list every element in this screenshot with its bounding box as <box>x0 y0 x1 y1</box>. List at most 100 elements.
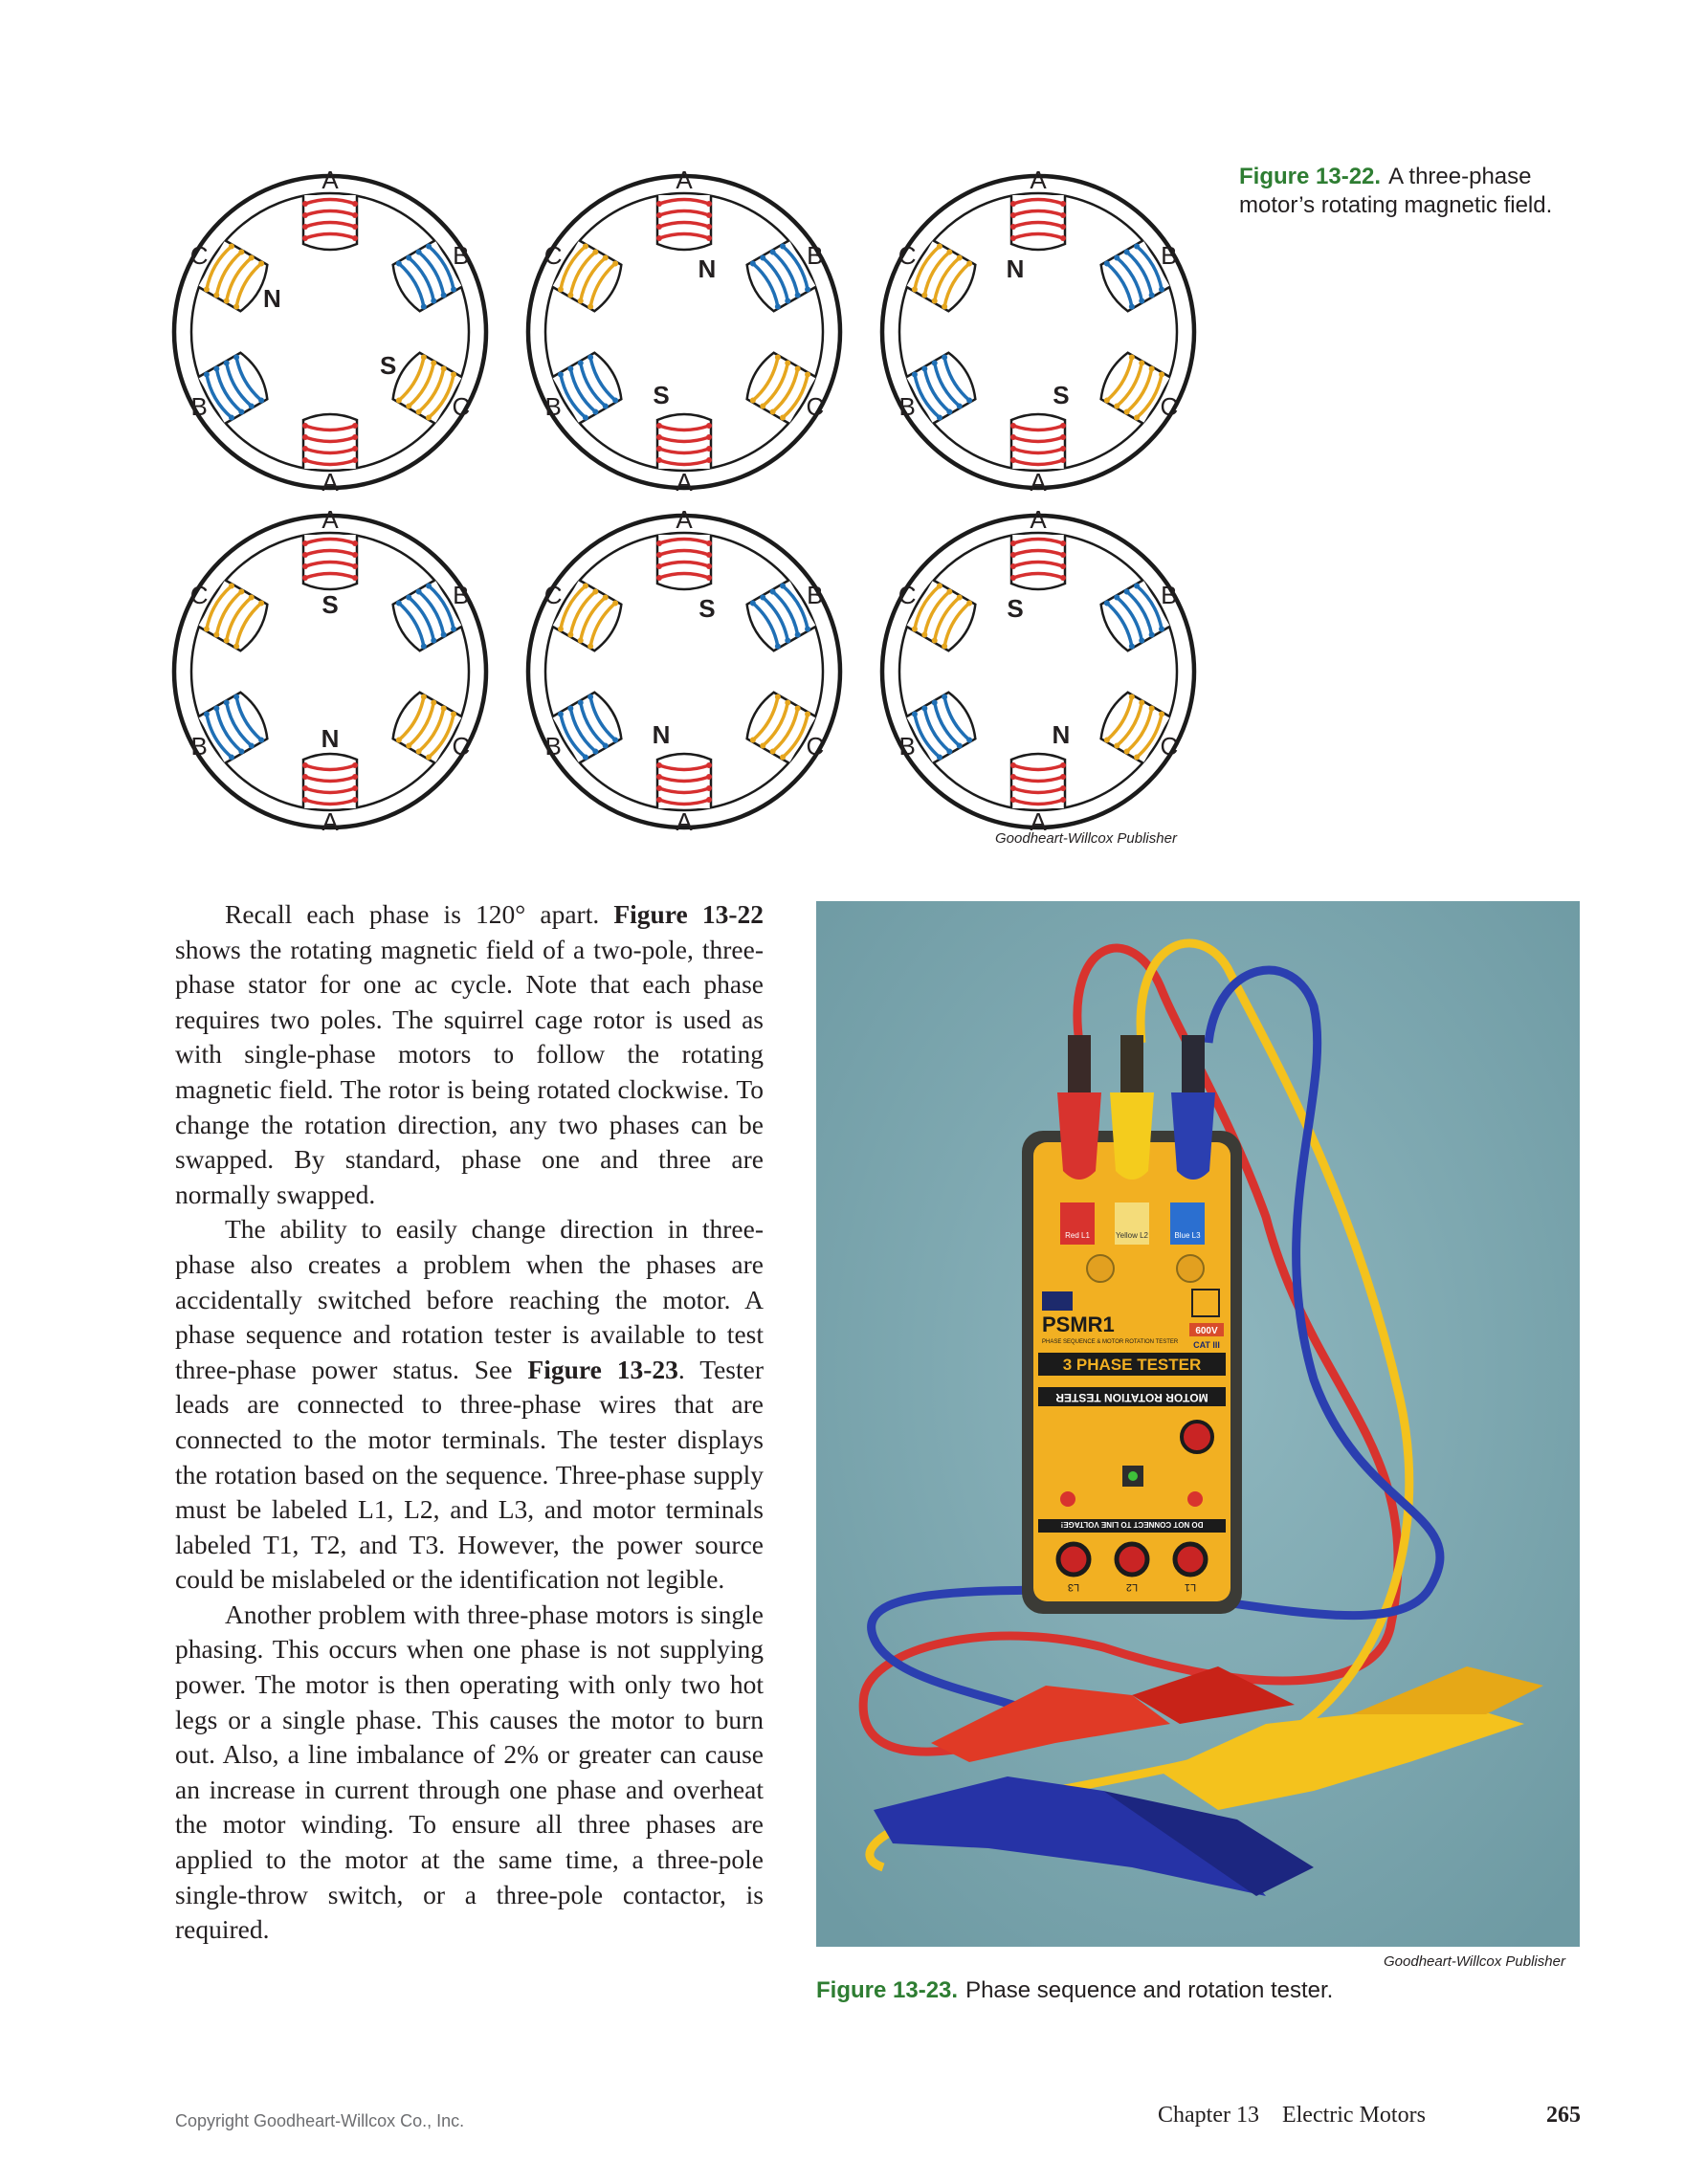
device-category: CAT III <box>1193 1340 1220 1350</box>
stator-coil-c <box>1099 691 1171 764</box>
coil-label: B <box>453 241 469 270</box>
south-pole-label: S <box>321 590 338 619</box>
page-number: 265 <box>1546 2103 1581 2128</box>
north-pole-label: N <box>1053 720 1071 749</box>
stator-outer-ring <box>525 513 843 830</box>
coil-label: C <box>1160 732 1178 761</box>
device-title: 3 PHASE TESTER <box>1063 1356 1202 1374</box>
stator-coil-b <box>1099 579 1171 652</box>
figure-13-22-caption-text: A three-phase motor’s rotating magnetic … <box>1239 164 1553 218</box>
figure-13-22-credit: Goodheart-Willcox Publisher <box>995 830 1177 847</box>
yellow-clip <box>1161 1666 1543 1810</box>
rotation-led-left <box>1060 1491 1075 1507</box>
coil-label: A <box>321 505 339 534</box>
terminal-l2 <box>1114 1541 1150 1577</box>
north-pole-label: N <box>653 720 671 749</box>
coil-label: B <box>1161 581 1177 609</box>
red-plug <box>1057 1035 1101 1180</box>
stator-inner-ring <box>543 531 825 812</box>
body-text-run: Recall each phase is 120° apart. <box>225 899 614 929</box>
rotation-dial-right <box>1176 1254 1205 1283</box>
stator-coil-b <box>1099 239 1171 313</box>
coil-label: B <box>190 732 207 761</box>
coil-label: B <box>807 581 823 609</box>
coil-label: C <box>452 732 470 761</box>
stator-coil-b <box>197 691 269 764</box>
stator-coil-c <box>197 579 269 652</box>
figure-13-22-caption: Figure 13-22.A three-phase motor’s rotat… <box>1239 163 1584 220</box>
coil-label: C <box>544 241 563 270</box>
coil-label: A <box>676 165 693 194</box>
stator-coil-a <box>301 535 359 591</box>
rotation-dial-left <box>1086 1254 1115 1283</box>
stator-coil-c <box>1099 351 1171 425</box>
coil-label: C <box>898 581 917 609</box>
figure-13-22-number: Figure 13-22. <box>1239 164 1382 189</box>
device-rating: 600V <box>1195 1326 1218 1336</box>
body-text-run: The ability to easily change direction i… <box>175 1214 764 1384</box>
stator-outer-ring <box>525 173 843 491</box>
footer-copyright: Copyright Goodheart-Willcox Co., Inc. <box>175 2111 465 2130</box>
blue-plug <box>1171 1035 1215 1180</box>
stator-outer-ring <box>879 513 1197 830</box>
power-led-light <box>1128 1471 1138 1481</box>
coil-label: C <box>452 392 470 421</box>
stator-outer-ring <box>171 513 489 830</box>
coil-label: A <box>676 468 693 496</box>
rotation-led-right <box>1187 1491 1203 1507</box>
red-lead-label: Red L1 <box>1065 1231 1090 1240</box>
brand-logo <box>1042 1291 1073 1311</box>
stator-coil-a <box>655 535 713 591</box>
rotation-band-label: MOTOR ROTATION TESTER <box>1055 1391 1208 1404</box>
figure-13-23-photo: Red L1 Yellow L2 Blue L3 PSMR1 PHASE SEQ… <box>816 901 1580 1947</box>
south-pole-label: S <box>698 594 715 623</box>
stator-coil-b <box>905 351 977 425</box>
stator-coil-c <box>391 351 463 425</box>
stator-coil-a <box>655 195 713 252</box>
figure-reference: Figure 13-23 <box>527 1354 678 1384</box>
body-text-run: . Tester leads are connected to three-ph… <box>175 1354 765 1595</box>
stator-inner-ring <box>189 531 471 812</box>
north-pole-label: N <box>321 724 340 753</box>
terminal-label-l3: L3 <box>1068 1581 1079 1593</box>
warning-band <box>1038 1519 1226 1533</box>
coil-label: B <box>807 241 823 270</box>
stator-coil-b <box>551 691 623 764</box>
stator-coil-a <box>1009 412 1067 469</box>
body-text: Recall each phase is 120° apart. Figure … <box>175 897 764 1948</box>
stator-coil-a <box>301 195 359 252</box>
yellow-lead-label: Yellow L2 <box>1116 1231 1149 1240</box>
stator-coil-b <box>551 351 623 425</box>
stator-coil-b <box>905 691 977 764</box>
rotation-band <box>1038 1387 1226 1406</box>
coil-label: A <box>676 505 693 534</box>
test-button <box>1180 1420 1214 1454</box>
body-text-run: Another problem with three-phase motors … <box>175 1599 764 1945</box>
stator-coil-c <box>551 579 623 652</box>
stator-coil-c <box>197 239 269 313</box>
stator-outer-ring <box>171 173 489 491</box>
blue-label-patch <box>1170 1202 1205 1245</box>
coil-label: A <box>1030 505 1047 534</box>
phase-tester-photo: Red L1 Yellow L2 Blue L3 PSMR1 PHASE SEQ… <box>816 901 1580 1947</box>
terminal-l1 <box>1172 1541 1208 1577</box>
south-pole-label: S <box>1007 594 1023 623</box>
south-pole-label: S <box>653 381 669 409</box>
body-text-run: shows the rotating magnetic field of a t… <box>175 934 764 1209</box>
coil-label: C <box>190 241 209 270</box>
stator-coil-a <box>655 752 713 808</box>
stator-coil-a <box>301 412 359 469</box>
coil-label: B <box>898 392 915 421</box>
stator-coil-c <box>391 691 463 764</box>
coil-label: A <box>321 807 339 836</box>
body-paragraph: Recall each phase is 120° apart. Figure … <box>175 897 764 1212</box>
stator-coil-a <box>1009 195 1067 252</box>
title-band <box>1038 1353 1226 1376</box>
terminal-label-l1: L1 <box>1185 1581 1196 1593</box>
